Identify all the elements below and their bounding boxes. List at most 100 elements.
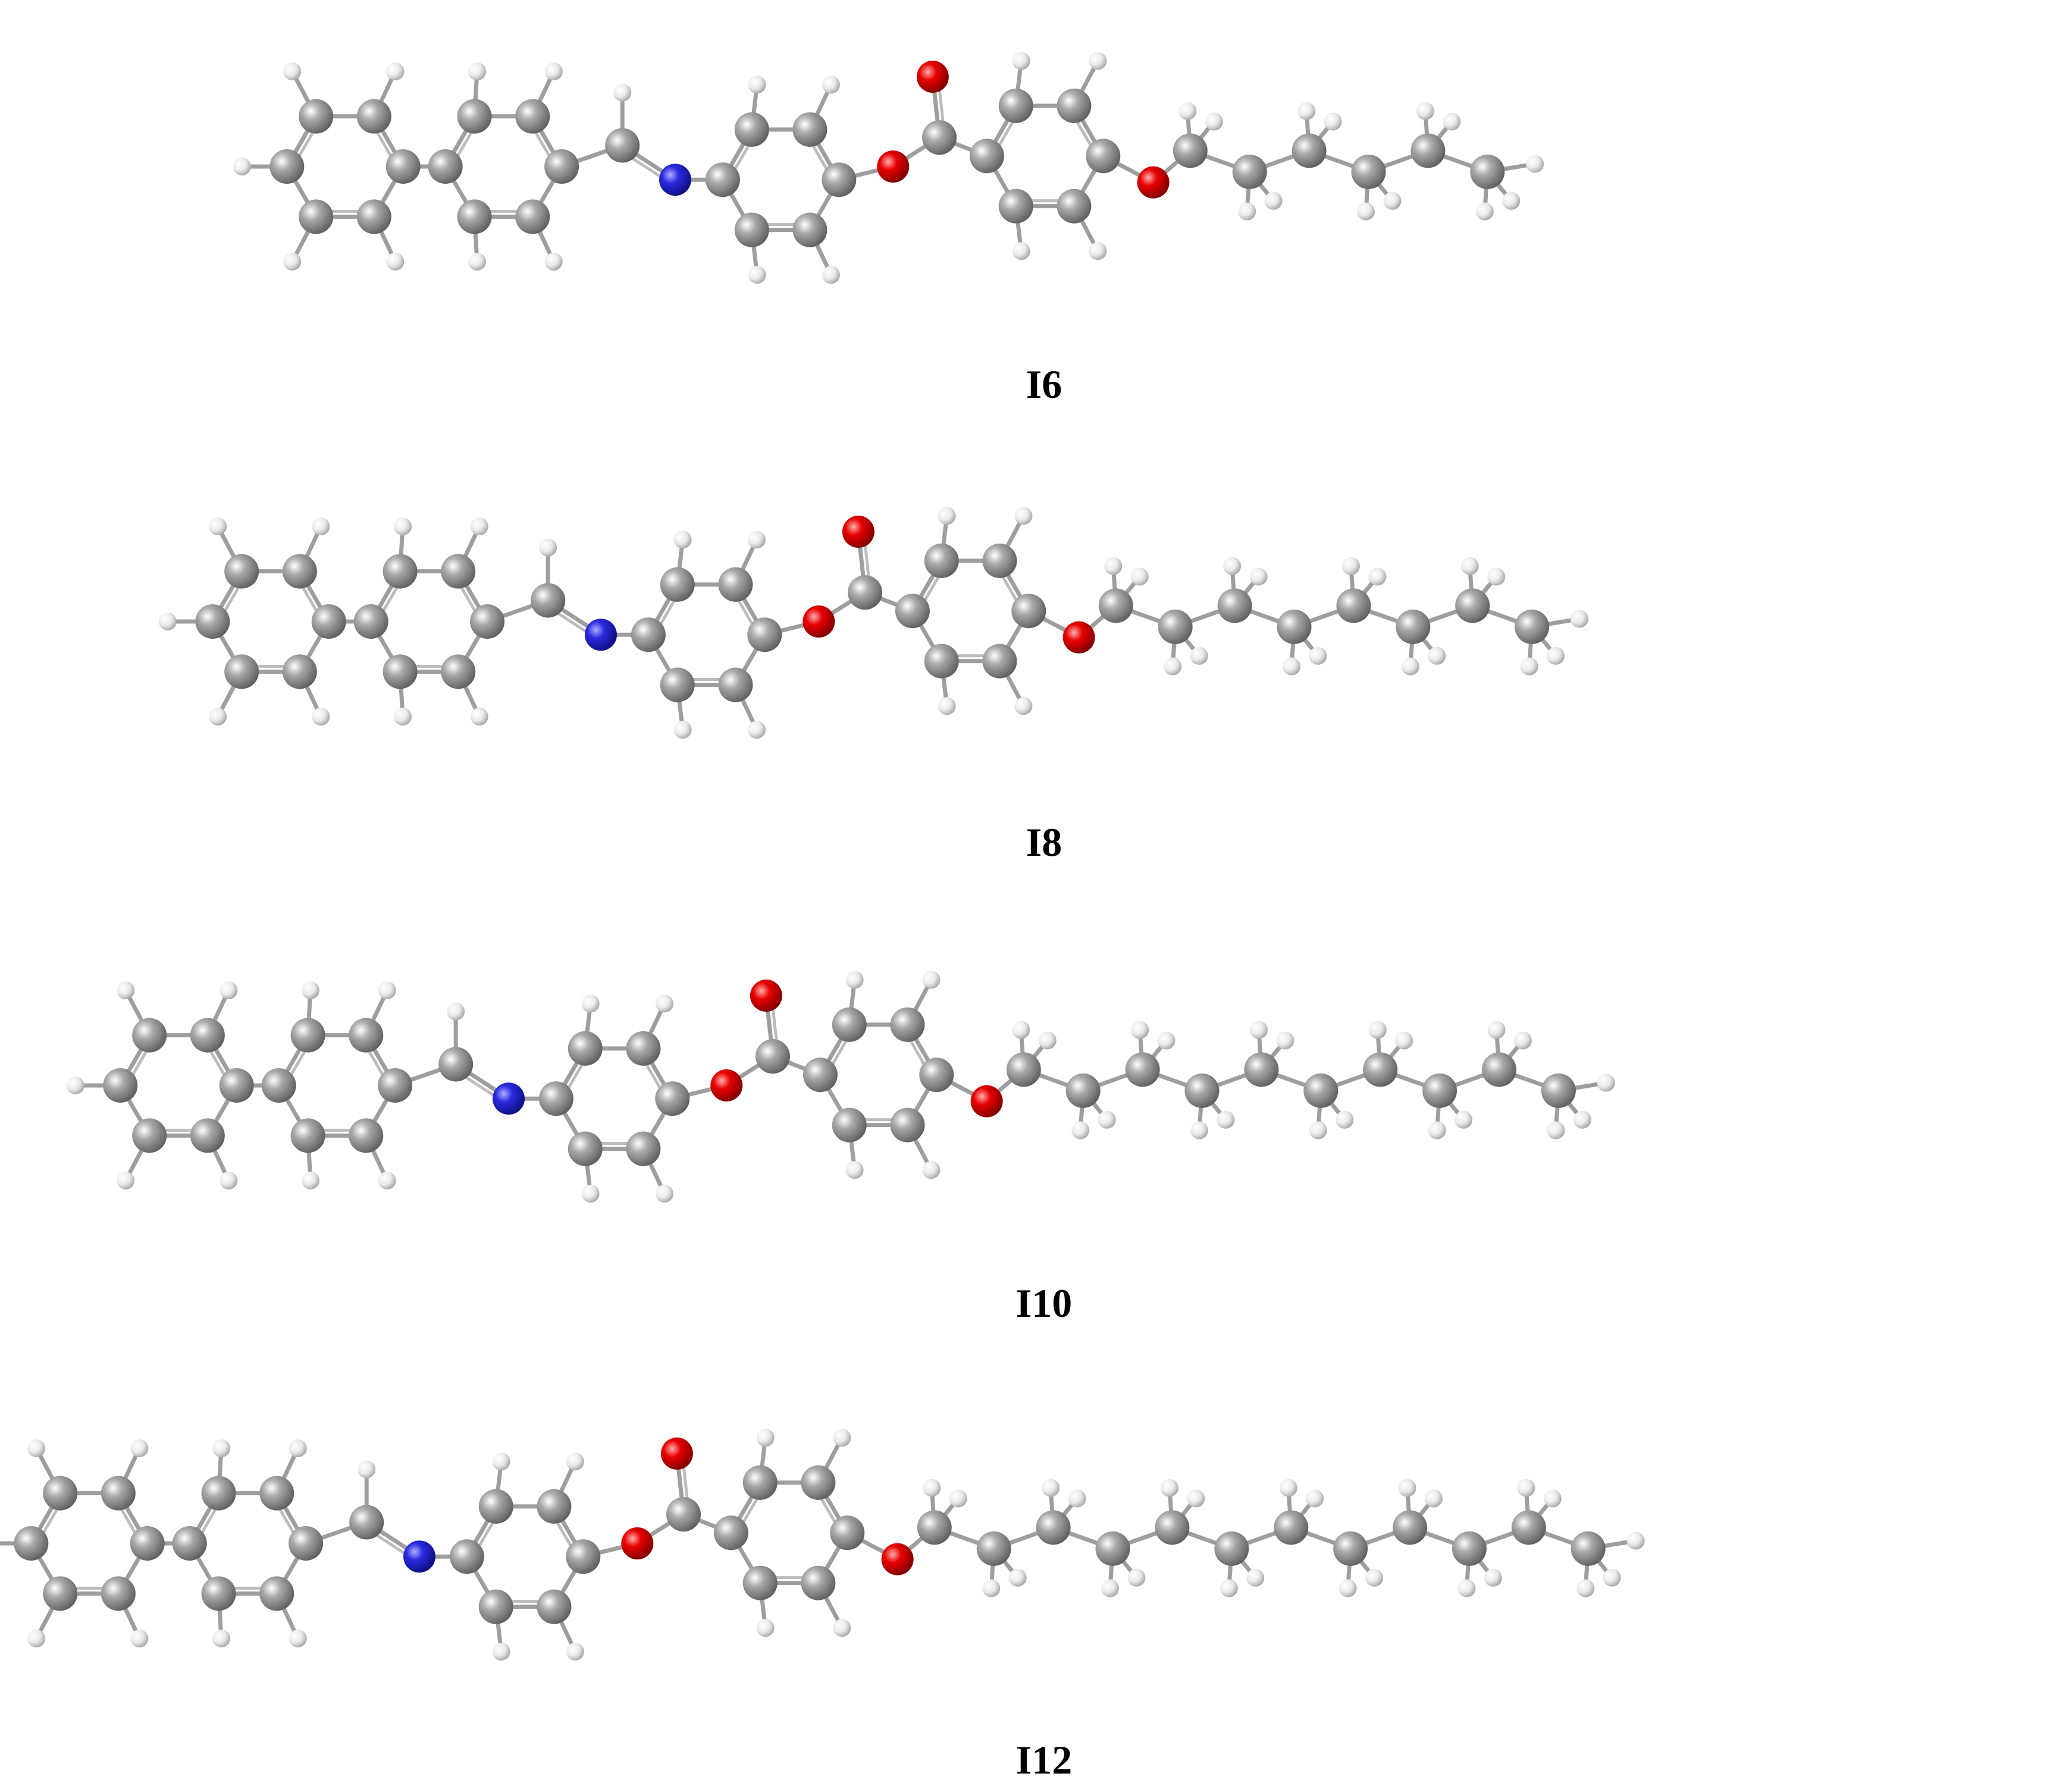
- carbon-atom: [1065, 1073, 1101, 1108]
- hydrogen-atom: [581, 994, 600, 1013]
- hydrogen-atom: [655, 1185, 673, 1203]
- carbon-atom: [537, 1489, 572, 1524]
- hydrogen-atom: [212, 1439, 230, 1458]
- hydrogen-atom: [1223, 557, 1242, 575]
- hydrogen-atom: [1573, 1110, 1591, 1129]
- carbon-atom: [1452, 1531, 1487, 1566]
- carbon-atom: [172, 1526, 207, 1561]
- hydrogen-atom: [378, 981, 396, 1000]
- carbon-atom: [531, 583, 566, 618]
- hydrogen-atom: [833, 1619, 851, 1637]
- double-bond-line: [128, 1045, 151, 1081]
- nitrogen-atom: [493, 1082, 525, 1115]
- hydrogen-atom: [1012, 1021, 1030, 1039]
- carbon-atom: [1393, 1510, 1427, 1545]
- double-bond-line: [287, 1045, 309, 1081]
- hydrogen-atom: [1190, 646, 1208, 665]
- carbon-atom: [261, 1068, 296, 1103]
- oxygen-atom: [660, 1438, 693, 1470]
- carbon-atom: [385, 149, 421, 184]
- double-bond-line: [771, 1004, 779, 1047]
- hydrogen-atom: [470, 707, 488, 726]
- hydrogen-atom: [1336, 1110, 1354, 1129]
- carbon-atom: [895, 594, 930, 629]
- hydrogen-atom: [312, 517, 330, 536]
- hydrogen-atom: [1068, 1489, 1086, 1508]
- hydrogen-atom: [386, 62, 405, 81]
- carbon-atom: [311, 604, 346, 639]
- hydrogen-atom: [544, 252, 563, 271]
- hydrogen-atom: [1341, 557, 1360, 575]
- hydrogen-atom: [1428, 1121, 1446, 1140]
- carbon-atom: [349, 1118, 384, 1153]
- hydrogen-atom: [613, 83, 632, 102]
- hydrogen-atom: [378, 1171, 396, 1189]
- carbon-atom: [219, 1068, 254, 1103]
- hydrogen-atom: [1571, 610, 1589, 628]
- hydrogen-atom: [1249, 1021, 1268, 1039]
- double-bond-line: [39, 1503, 61, 1539]
- carbon-atom: [982, 644, 1017, 679]
- carbon-atom: [1470, 154, 1505, 189]
- carbon-atom: [713, 1515, 748, 1551]
- hydrogen-atom: [386, 252, 405, 271]
- double-bond-line: [1073, 116, 1095, 152]
- hydrogen-atom: [1424, 1489, 1443, 1508]
- hydrogen-atom: [1547, 1121, 1565, 1140]
- hydrogen-atom: [1603, 1568, 1621, 1587]
- double-bond-line: [829, 1035, 851, 1071]
- double-bond-line: [938, 85, 945, 128]
- oxygen-atom: [710, 1069, 743, 1101]
- hydrogen-atom: [1164, 657, 1182, 676]
- carbon-atom: [792, 112, 827, 147]
- hydrogen-atom: [1576, 1579, 1595, 1597]
- carbon-atom: [1006, 1052, 1041, 1087]
- hydrogen-atom: [1187, 1489, 1205, 1508]
- double-bond-line: [817, 1493, 839, 1529]
- hydrogen-atom: [233, 158, 251, 175]
- carbon-atom: [1217, 588, 1252, 623]
- hydrogen-atom: [1487, 1021, 1506, 1039]
- carbon-atom: [130, 1526, 165, 1561]
- carbon-atom: [259, 1576, 294, 1611]
- carbon-atom: [1036, 1510, 1071, 1545]
- carbon-atom: [132, 1118, 167, 1153]
- carbon-atom: [132, 1018, 167, 1053]
- double-bond-line: [275, 1503, 297, 1539]
- carbon-atom: [1277, 609, 1312, 644]
- hydrogen-atom: [748, 266, 766, 284]
- nitrogen-atom: [403, 1540, 435, 1573]
- carbon-atom: [924, 644, 959, 679]
- hydrogen-atom: [949, 1489, 967, 1508]
- carbon-atom: [537, 1589, 572, 1624]
- double-bond-line: [460, 1073, 498, 1098]
- carbon-atom: [544, 149, 579, 184]
- hydrogen-atom: [468, 62, 486, 81]
- hydrogen-atom: [1089, 52, 1107, 70]
- carbon-atom: [742, 1465, 778, 1500]
- carbon-atom: [734, 212, 769, 247]
- hydrogen-atom: [822, 266, 840, 284]
- hydrogen-atom: [1395, 1031, 1413, 1050]
- hydrogen-atom: [289, 1439, 307, 1458]
- hydrogen-atom: [1042, 1479, 1060, 1497]
- carbon-atom: [792, 212, 827, 247]
- double-bond-line: [565, 1059, 587, 1094]
- carbon-atom: [441, 654, 476, 689]
- label-i8: I8: [1026, 820, 1062, 865]
- hydrogen-atom: [1131, 1021, 1149, 1039]
- hydrogen-atom: [1276, 1031, 1294, 1050]
- hydrogen-atom: [302, 981, 319, 1000]
- hydrogen-atom: [1220, 1579, 1238, 1597]
- carbon-atom: [655, 1081, 690, 1116]
- carbon-atom: [383, 554, 418, 589]
- label-i6: I6: [1026, 362, 1062, 407]
- oxygen-atom: [1137, 166, 1170, 199]
- hydrogen-atom: [1475, 202, 1494, 221]
- hydrogen-atom: [1012, 242, 1030, 260]
- double-bond-line: [453, 126, 476, 162]
- hydrogen-atom: [1127, 1568, 1146, 1587]
- hydrogen-atom: [1455, 1110, 1473, 1129]
- hydrogen-atom: [1205, 112, 1223, 131]
- carbon-atom: [101, 1476, 136, 1511]
